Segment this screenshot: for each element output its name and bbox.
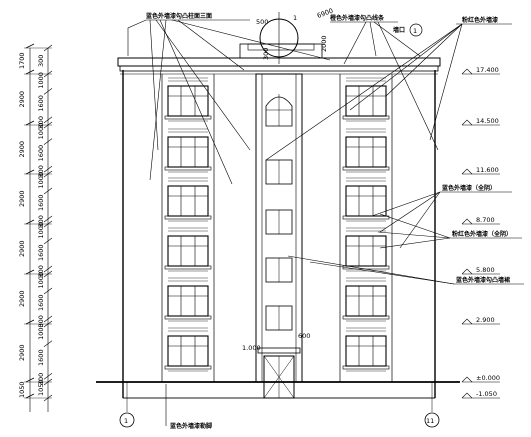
dim-label-outer: 2900: [18, 190, 26, 207]
elevation-mark: 14.500: [461, 117, 500, 126]
dim-label-inner: 1600: [37, 349, 45, 366]
elevation-value: 2.900: [476, 316, 495, 324]
elevation-marks: 17.400 14.500 11.600 8.700 5.800 2.900 ±0.000 -…: [461, 66, 500, 399]
window-unit: [342, 177, 390, 222]
dim-label-inner: 300: [37, 165, 45, 177]
window-unit: [164, 128, 212, 173]
top-annotations: 蓝色外墙漆勾凸柱面三面 橙色外墙漆勾凸线条 粉红色外墙漆 500 6900 20…: [127, 7, 512, 185]
window-frame: [167, 285, 209, 317]
dim-label-inner: 1000: [37, 123, 45, 140]
window-unit: [342, 128, 390, 173]
dim-label-inner: 300: [37, 55, 45, 67]
window-unit: [342, 77, 390, 122]
window-unit: [164, 77, 212, 122]
annotation-blue-full: 蓝色外墙漆（全阴）: [442, 184, 496, 192]
dim-label-inner: 1600: [37, 294, 45, 311]
elevation-mark: ±0.000: [461, 374, 500, 383]
dim-label-inner: 300: [37, 315, 45, 327]
bottom-axes: 1 11 蓝色外墙漆勒脚: [119, 382, 440, 430]
dim-label-inner: 1000: [37, 172, 45, 189]
window-frame: [345, 185, 387, 217]
right-annotations: 蓝色外墙漆（全阴） 粉红色外墙漆（全阴） 蓝色外墙漆勾凸墙裙: [287, 184, 524, 285]
stair-tower: 1.000 600: [242, 73, 310, 399]
window-frame: [167, 335, 209, 367]
axis-left-label: 1: [124, 417, 128, 425]
window-frame: [345, 335, 387, 367]
window-unit: [342, 277, 390, 322]
axis-right-label: 11: [426, 417, 434, 425]
dim-label-inner: 1000: [37, 323, 45, 340]
window-frame: [167, 235, 209, 267]
dim-500: 500: [256, 18, 268, 26]
elevation-mark: 8.700: [461, 216, 500, 225]
elevation-value: 8.700: [476, 216, 495, 224]
dim-label-inner: 300: [37, 373, 45, 385]
window-frame: [345, 136, 387, 168]
annotation-blue-columns: 蓝色外墙漆勾凸柱面三面: [146, 12, 212, 20]
elevation-mark: 5.800: [461, 266, 500, 275]
annotation-orange-lines: 橙色外墙漆勾凸线条: [330, 14, 385, 22]
window-frame: [345, 285, 387, 317]
window-unit: [342, 227, 390, 272]
window-unit: [164, 277, 212, 322]
window-frame: [167, 185, 209, 217]
dim-label-outer: 2900: [18, 91, 26, 108]
window-frame: [167, 85, 209, 117]
elevation-value: -1.050: [476, 390, 497, 398]
window-frame: [167, 136, 209, 168]
entrance-dim-2: 600: [298, 332, 310, 340]
dim-label-inner: 1050: [37, 379, 45, 396]
elevation-value: 5.800: [476, 266, 495, 274]
dim-300: 300: [262, 48, 270, 60]
annotation-blue-skirting: 蓝色外墙漆勾凸墙裙: [456, 276, 510, 284]
dim-label-outer: 1700: [18, 52, 26, 69]
window-unit: [164, 327, 212, 372]
dim-2000: 2000: [320, 35, 328, 52]
dim-label-inner: 1600: [37, 194, 45, 211]
elevation-value: 17.400: [476, 66, 499, 74]
dim-label-inner: 1600: [37, 244, 45, 261]
circle-label-1: 1: [293, 14, 297, 22]
elevation-mark: 17.400: [461, 66, 500, 75]
elevation-mark: 2.900: [461, 316, 500, 325]
dim-label-inner: 1000: [37, 72, 45, 89]
dim-label-outer: 2900: [18, 344, 26, 361]
dim-label-inner: 1600: [37, 95, 45, 112]
dim-label-inner: 1600: [37, 145, 45, 162]
annotation-pink-full: 粉红色外墙漆（全阴）: [452, 230, 512, 238]
dim-label-inner: 1000: [37, 272, 45, 289]
dim-label-inner: 300: [37, 116, 45, 128]
entrance-dim-1: 1.000: [242, 344, 261, 352]
dim-label-inner: 300: [37, 215, 45, 227]
roof-circle: 1: [259, 12, 299, 64]
elevation-value: ±0.000: [476, 374, 500, 382]
dim-label-outer: 2900: [18, 141, 26, 158]
window-unit: [342, 327, 390, 372]
window-unit: [164, 227, 212, 272]
elevation-value: 11.600: [476, 166, 499, 174]
dim-label-outer: 1050: [18, 381, 26, 398]
annotation-plinth: 蓝色外墙漆勒脚: [170, 422, 212, 430]
dim-label-inner: 1000: [37, 222, 45, 239]
dim-label-inner: 300: [37, 265, 45, 277]
dim-label-outer: 2900: [18, 240, 26, 257]
elevation-mark: -1.050: [461, 390, 500, 399]
window-columns: [161, 74, 393, 382]
detail-number: 1: [413, 27, 417, 35]
detail-tag: 墙口: [393, 26, 405, 34]
window-frame: [345, 235, 387, 267]
annotation-pink-wall: 粉红色外墙漆: [462, 16, 498, 24]
elevation-value: 14.500: [476, 117, 499, 125]
dim-label-outer: 2900: [18, 290, 26, 307]
window-unit: [164, 177, 212, 222]
elevation-mark: 11.600: [461, 166, 500, 175]
